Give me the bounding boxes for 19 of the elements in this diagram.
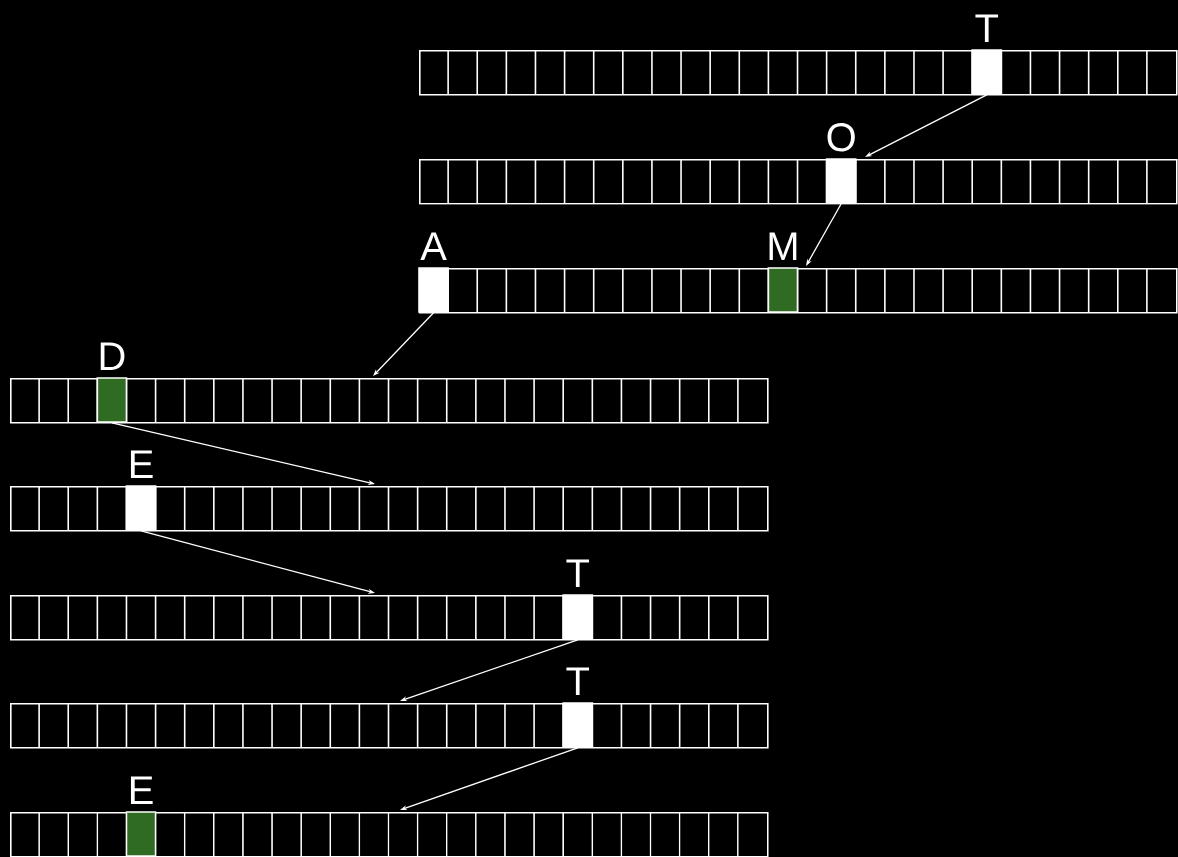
cell-row (10, 377, 769, 424)
letter-label: T (566, 667, 590, 695)
letter-label: O (827, 123, 855, 152)
letter-label: A (420, 232, 447, 260)
cell-row (419, 267, 1178, 314)
cell-row (419, 158, 1178, 205)
cell-row (10, 485, 769, 532)
cell-row (10, 594, 769, 641)
arrow (373, 312, 435, 376)
letter-label: T (975, 14, 999, 42)
letter-label: T (566, 559, 590, 587)
letter-label: D (100, 342, 125, 370)
letter-label: M (769, 232, 797, 260)
arrow (806, 203, 842, 266)
cell-row (10, 702, 769, 749)
cell-row (10, 811, 769, 857)
cell-row (419, 49, 1178, 96)
letter-label: E (130, 450, 153, 478)
letter-label: E (130, 776, 153, 804)
